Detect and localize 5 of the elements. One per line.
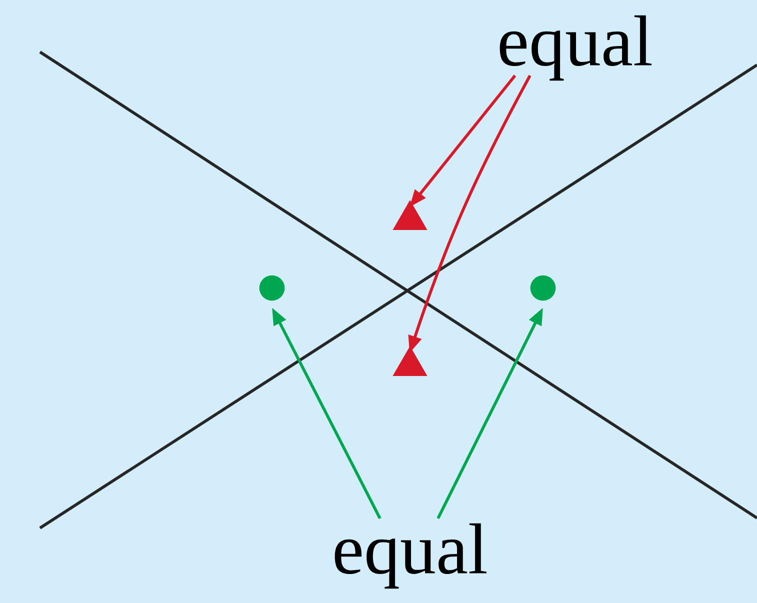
label-text: equal <box>334 523 487 589</box>
dot <box>259 275 285 301</box>
dot <box>530 275 556 301</box>
triangle-marker <box>392 346 428 376</box>
label-text: equal <box>500 15 652 81</box>
